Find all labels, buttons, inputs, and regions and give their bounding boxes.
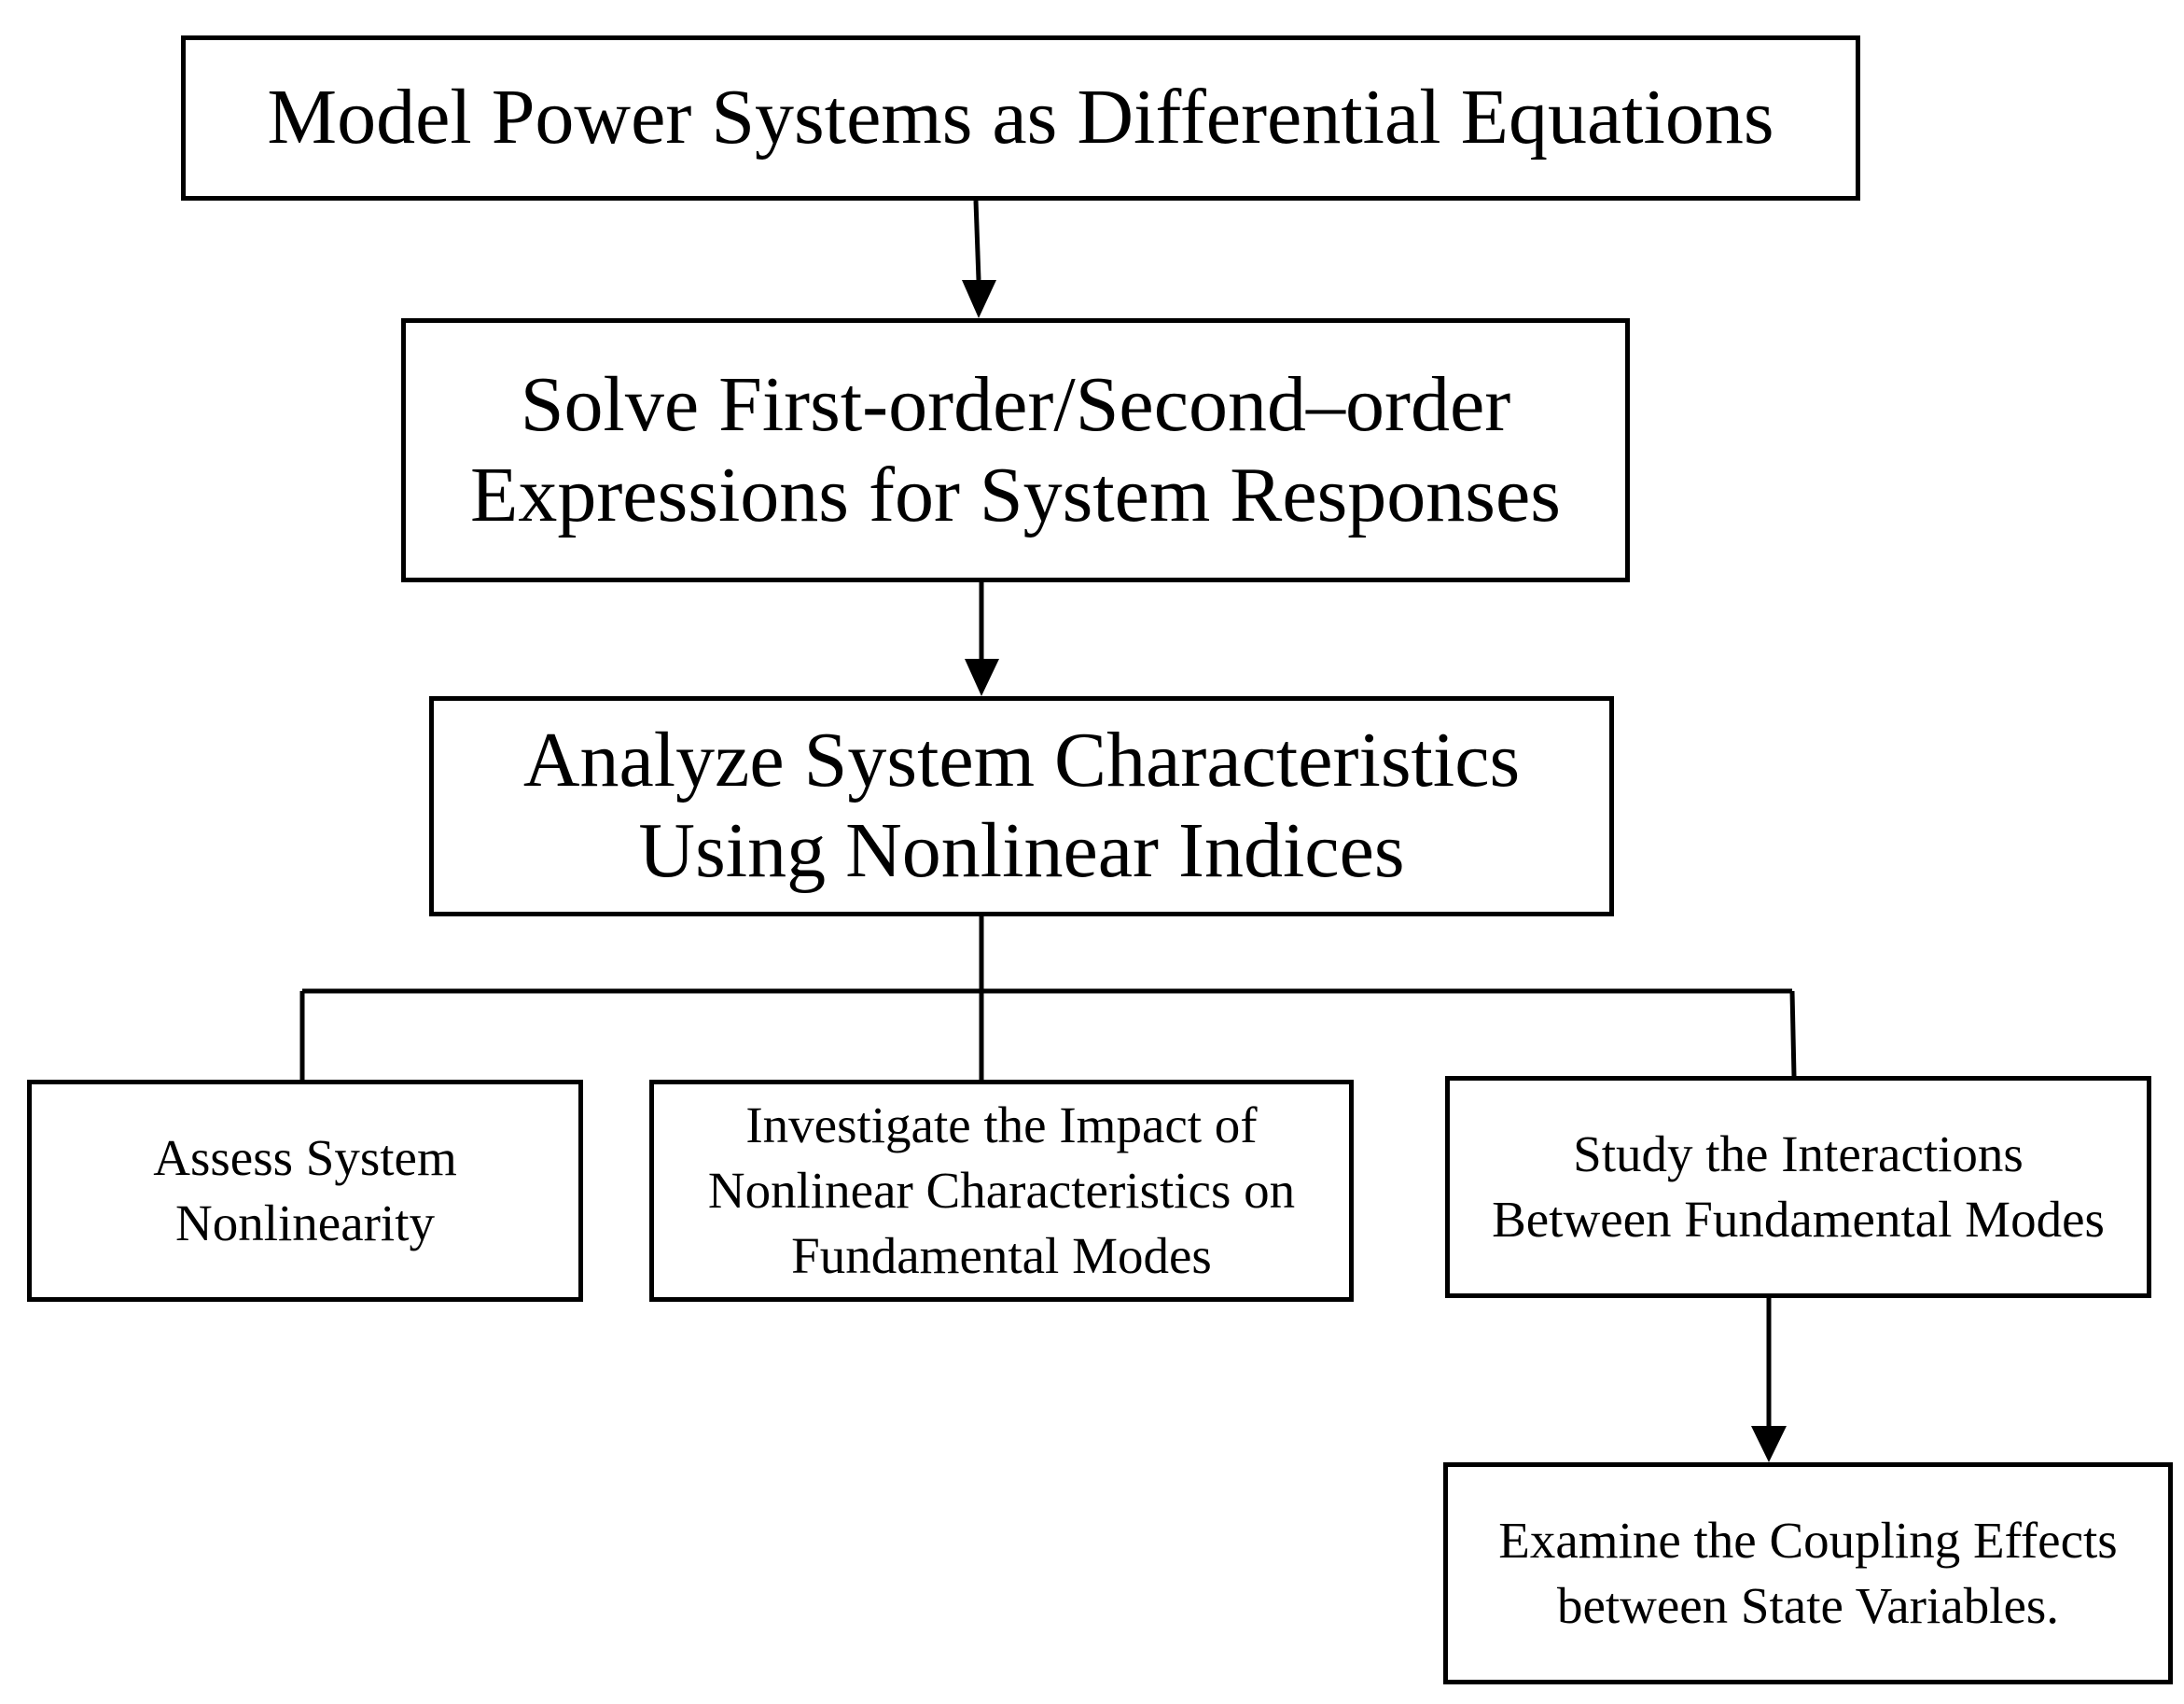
arrowhead-solve bbox=[962, 280, 996, 318]
node-assess-nonlinearity-label: Assess System Nonlinearity bbox=[153, 1129, 457, 1251]
node-examine-coupling-label: Examine the Coupling Effects between Sta… bbox=[1498, 1512, 2118, 1634]
arrowhead-analyze bbox=[965, 659, 999, 696]
node-solve-expressions-label: Solve First-order/Second–order Expressio… bbox=[470, 360, 1561, 538]
node-assess-nonlinearity: Assess System Nonlinearity bbox=[27, 1080, 583, 1302]
arrowhead-examine bbox=[1751, 1426, 1787, 1462]
node-examine-coupling: Examine the Coupling Effects between Sta… bbox=[1443, 1462, 2173, 1684]
node-analyze-characteristics: Analyze System Characteristics Using Non… bbox=[429, 696, 1614, 916]
node-model-power-systems: Model Power Systems as Differential Equa… bbox=[181, 35, 1860, 201]
node-investigate-impact: Investigate the Impact of Nonlinear Char… bbox=[649, 1080, 1354, 1302]
branch-to-study-line bbox=[1789, 990, 1797, 1077]
node-model-power-systems-label: Model Power Systems as Differential Equa… bbox=[267, 74, 1774, 161]
node-analyze-characteristics-label: Analyze System Characteristics Using Non… bbox=[522, 717, 1521, 894]
node-study-interactions-label: Study the Interactions Between Fundament… bbox=[1492, 1125, 2105, 1248]
node-investigate-impact-label: Investigate the Impact of Nonlinear Char… bbox=[707, 1096, 1296, 1284]
node-solve-expressions: Solve First-order/Second–order Expressio… bbox=[401, 318, 1630, 582]
arrow-model-to-solve-line bbox=[973, 200, 981, 281]
node-study-interactions: Study the Interactions Between Fundament… bbox=[1445, 1076, 2151, 1298]
